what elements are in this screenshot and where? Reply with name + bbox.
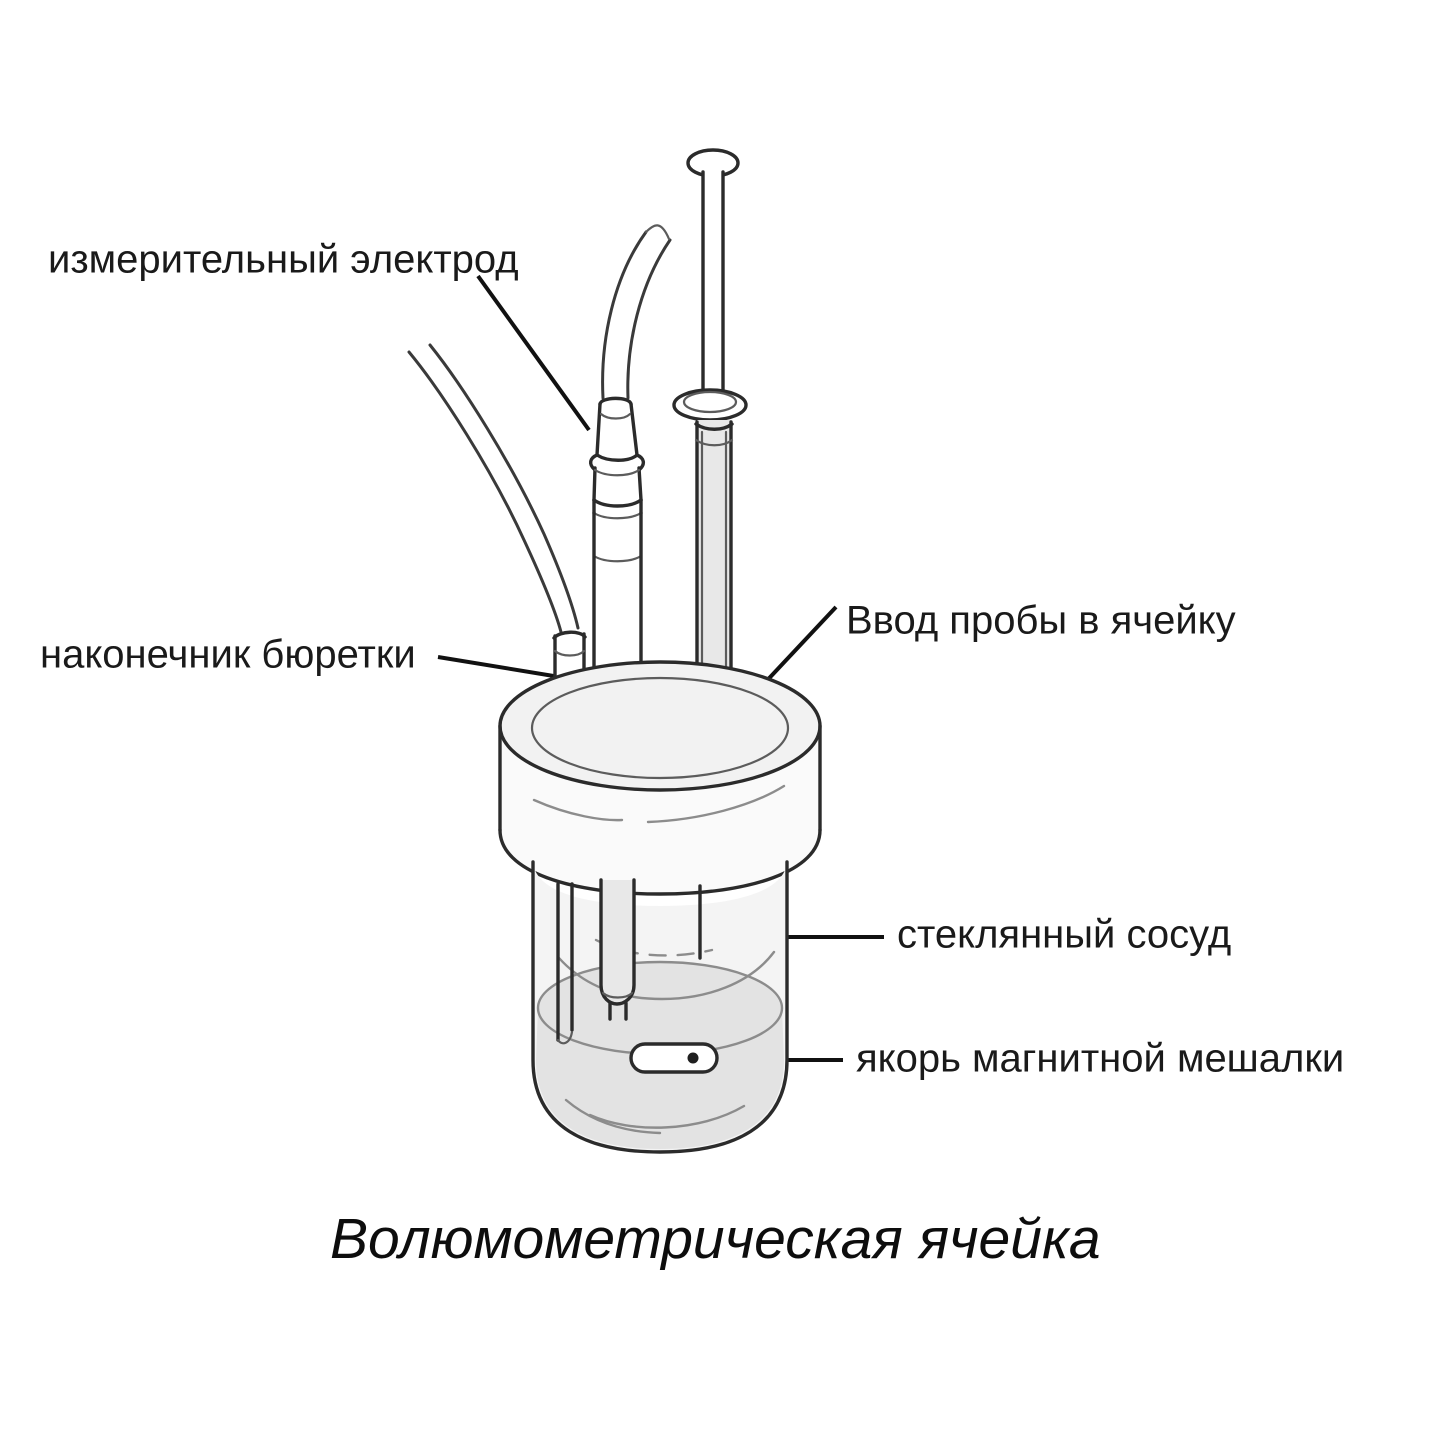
leader-burette-tip	[437, 655, 573, 681]
label-stir-bar: якорь магнитной мешалки	[856, 1037, 1344, 1081]
electrode-probe-tip	[599, 878, 636, 1021]
burette-delivery-tube	[556, 882, 574, 1045]
figure-caption: Волюмометрическая ячейка	[330, 1207, 1101, 1271]
syringe-plunger-cap	[688, 150, 738, 176]
electrode-cable	[601, 224, 672, 400]
leader-measuring-electrode	[476, 274, 591, 432]
glass-vessel	[531, 860, 789, 1154]
label-sample-inlet: Ввод пробы в ячейку	[846, 599, 1236, 643]
cell-lid	[498, 660, 822, 896]
label-measuring-electrode: измерительный электрод	[48, 238, 519, 282]
label-burette-tip: наконечник бюретки	[40, 633, 416, 677]
syringe	[672, 148, 748, 718]
label-glass-vessel: стеклянный сосуд	[897, 913, 1231, 957]
stir-bar-dot	[687, 1052, 699, 1064]
measuring-electrode	[589, 396, 645, 714]
magnetic-stir-bar	[629, 1042, 719, 1074]
